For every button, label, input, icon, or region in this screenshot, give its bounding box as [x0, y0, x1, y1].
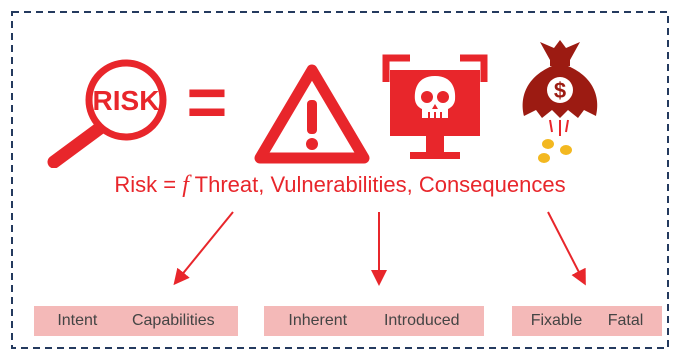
money-bag-symbol: $ — [554, 78, 566, 103]
arrow-consequences — [547, 211, 586, 286]
warning-triangle-icon — [254, 64, 370, 164]
formula-terms: Threat, Vulnerabilities, Consequences — [194, 172, 566, 197]
computer-skull-icon — [382, 54, 488, 159]
formula-prefix: Risk = — [114, 172, 183, 197]
consequences-box: Fixable Fatal — [512, 306, 662, 336]
vulnerabilities-box: Inherent Introduced — [264, 306, 484, 336]
consequences-item-fixable: Fixable — [530, 312, 583, 329]
threat-item-intent: Intent — [57, 312, 98, 329]
vulnerabilities-item-inherent: Inherent — [288, 312, 348, 329]
equals-sign: = — [186, 63, 228, 141]
threat-box: Intent Capabilities — [34, 306, 238, 336]
magnifier-icon: RISK — [47, 59, 167, 168]
risk-formula: Risk = f Threat, Vulnerabilities, Conseq… — [0, 172, 680, 199]
consequences-item-fatal: Fatal — [607, 312, 644, 329]
money-bag-icon: $ — [522, 40, 598, 163]
magnifier-label: RISK — [93, 85, 160, 116]
function-symbol: f — [182, 172, 189, 198]
threat-item-capabilities: Capabilities — [131, 312, 215, 329]
vulnerabilities-item-introduced: Introduced — [383, 312, 460, 329]
arrow-threat — [173, 211, 234, 286]
